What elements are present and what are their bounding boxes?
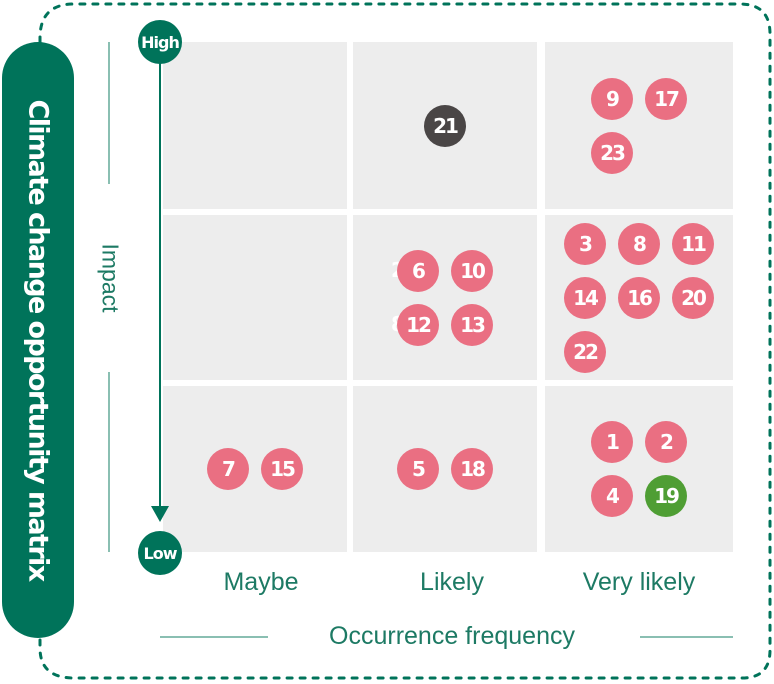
matrix-cell xyxy=(545,42,733,209)
risk-item-9: 9 xyxy=(591,77,633,120)
matrix-cell xyxy=(545,386,733,552)
x-axis-rule-left xyxy=(160,636,268,638)
risk-item-4: 4 xyxy=(591,475,633,517)
risk-item-18: 18 xyxy=(451,448,493,490)
risk-item-5: 5 xyxy=(397,448,439,490)
risk-item-22: 22 xyxy=(564,330,606,373)
risk-item-3: 3 xyxy=(564,222,606,265)
risk-item-8: 8 xyxy=(618,222,660,265)
matrix-cell xyxy=(353,386,537,552)
x-tick-likely: Likely xyxy=(420,568,484,596)
risk-item-21: 21 xyxy=(424,104,466,147)
matrix-cell xyxy=(163,215,347,380)
risk-item-17: 17 xyxy=(645,77,687,120)
low-label: Low xyxy=(138,531,182,575)
risk-item-16: 16 xyxy=(618,276,660,319)
risk-item-11: 11 xyxy=(672,222,714,265)
risk-item-6: 6 xyxy=(397,249,439,292)
risk-item-15: 15 xyxy=(261,448,303,490)
x-tick-maybe: Maybe xyxy=(223,568,299,596)
risk-item-12: 12 xyxy=(397,303,439,346)
x-axis-rule-right xyxy=(640,636,733,638)
matrix-cell xyxy=(353,215,537,380)
x-axis-title: Occurrence frequency xyxy=(329,622,575,650)
risk-item-2: 2 xyxy=(645,421,687,463)
y-axis-rule-top xyxy=(108,42,110,184)
matrix-cell xyxy=(163,386,347,552)
matrix-cell xyxy=(163,42,347,209)
risk-item-23: 23 xyxy=(591,131,633,174)
title-banner xyxy=(2,42,74,638)
y-axis-rule-bottom xyxy=(108,372,110,552)
high-label: High xyxy=(138,20,182,64)
risk-item-1: 1 xyxy=(591,421,633,463)
arrow-down-icon xyxy=(151,506,169,522)
risk-item-20: 20 xyxy=(672,276,714,319)
risk-item-10: 10 xyxy=(451,249,493,292)
risk-item-7: 7 xyxy=(207,448,249,490)
x-tick-very-likely: Very likely xyxy=(582,568,696,596)
risk-item-14: 14 xyxy=(564,276,606,319)
risk-item-19: 19 xyxy=(645,475,687,517)
risk-item-13: 13 xyxy=(451,303,493,346)
